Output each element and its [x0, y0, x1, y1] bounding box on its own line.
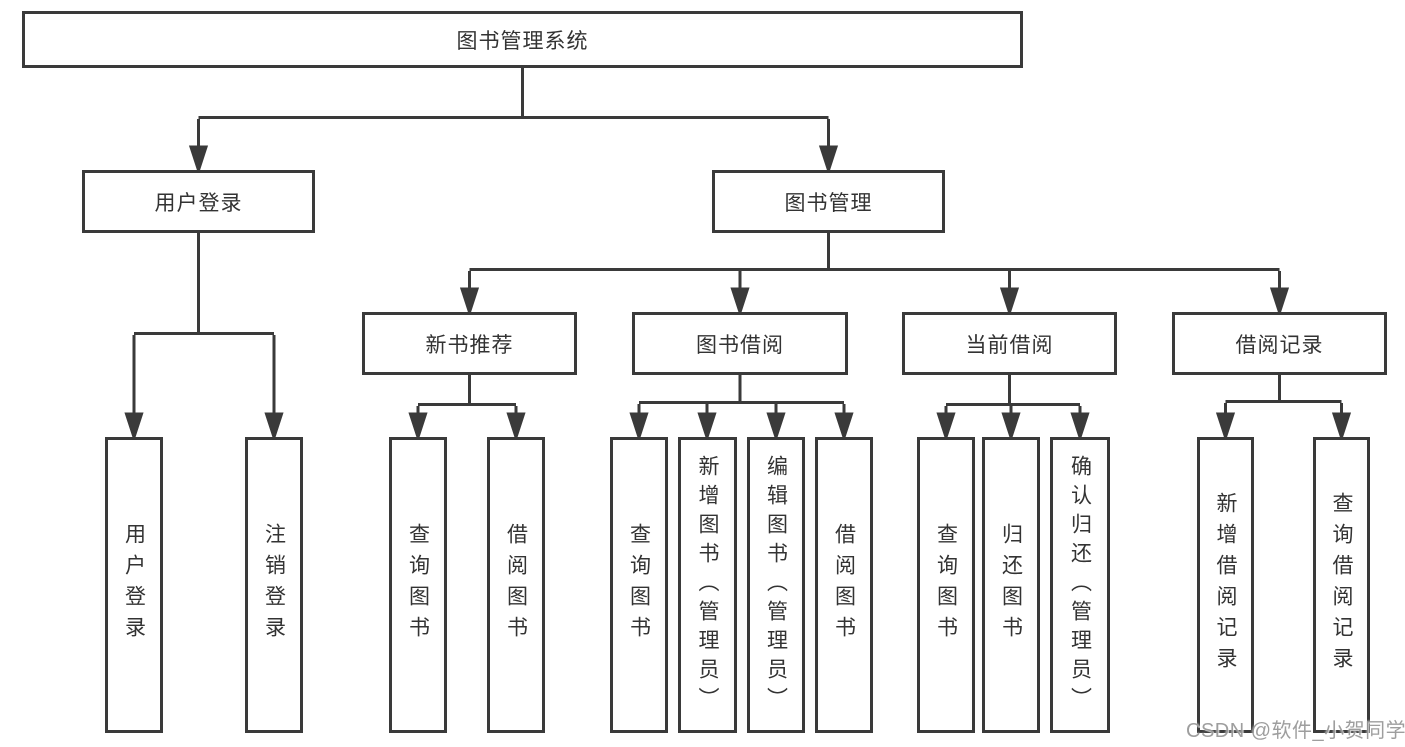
connector-book-mgmt-to-level3: [459, 233, 1290, 317]
connector-book-borrow-to-leaves: [629, 375, 854, 442]
arrowhead: [697, 412, 717, 442]
leaf-current-query-books: 查询图书: [917, 437, 975, 733]
node-label: 用户登录: [154, 191, 243, 215]
node-label: 查询图书: [934, 523, 958, 647]
leaf-user-login: 用户登录: [105, 437, 163, 733]
node-current-borrowing: 当前借阅: [902, 312, 1117, 375]
node-library-management-system: 图书管理系统: [22, 11, 1023, 68]
node-label: 当前借阅: [965, 333, 1054, 357]
connector-line: [416, 375, 518, 421]
arrowhead: [1001, 412, 1021, 442]
leaf-record-add-record: 新增借阅记录: [1197, 437, 1254, 733]
node-label: 借阅图书: [832, 523, 856, 647]
arrowhead: [124, 412, 144, 442]
connector-new-book-to-leaves: [408, 375, 526, 442]
arrowhead: [818, 145, 839, 175]
node-label: 新书推荐: [425, 333, 514, 357]
node-book-management: 图书管理: [712, 170, 945, 233]
watermark-text: CSDN @软件_小贺同学: [1186, 720, 1405, 742]
arrowhead: [1215, 412, 1236, 442]
connector-borrow-record-to-leaves: [1215, 375, 1352, 442]
node-borrowing-records: 借阅记录: [1172, 312, 1387, 375]
node-label: 注销登录: [262, 523, 286, 647]
node-label: 图书借阅: [696, 333, 784, 357]
arrowhead: [1269, 287, 1290, 317]
node-label: 图书管理系统: [456, 29, 589, 53]
connector-line: [1224, 375, 1343, 421]
leaf-logout: 注销登录: [245, 437, 303, 733]
connector-root-to-level2: [188, 68, 839, 175]
connector-line: [468, 233, 1281, 296]
leaf-newbook-query-books: 查询图书: [389, 437, 447, 733]
node-label: 新增图书（管理员）: [696, 454, 719, 716]
connector-line: [637, 375, 846, 421]
arrowhead: [1070, 412, 1090, 442]
connector-current-borrow-to-leaves: [936, 375, 1090, 442]
node-label: 编辑图书（管理员）: [764, 454, 788, 716]
arrowhead: [459, 287, 480, 317]
node-label: 查询图书: [406, 523, 430, 647]
connector-line: [197, 68, 830, 152]
connector-user-login-to-leaves: [124, 233, 284, 442]
node-user-login: 用户登录: [82, 170, 315, 233]
arrowhead: [730, 287, 750, 317]
arrowhead: [408, 412, 428, 442]
leaf-current-return-books: 归还图书: [982, 437, 1040, 733]
arrowhead: [999, 287, 1020, 317]
arrowhead: [264, 412, 284, 442]
node-label: 用户登录: [122, 523, 146, 647]
node-label: 确认归还（管理员）: [1068, 454, 1092, 716]
connector-line: [132, 233, 276, 419]
leaf-borrow-edit-books-admin: 编辑图书（管理员）: [747, 437, 805, 733]
leaf-record-query-record: 查询借阅记录: [1313, 437, 1370, 733]
arrowhead: [188, 145, 209, 175]
leaf-borrow-add-books-admin: 新增图书（管理员）: [678, 437, 737, 733]
arrowhead: [834, 412, 854, 442]
node-label: 借阅图书: [504, 523, 528, 647]
leaf-newbook-borrow-books: 借阅图书: [487, 437, 545, 733]
arrowhead: [629, 412, 649, 442]
node-label: 新增借阅记录: [1214, 492, 1237, 678]
node-label: 查询图书: [627, 523, 651, 647]
arrowhead: [936, 412, 956, 442]
node-label: 查询借阅记录: [1330, 492, 1353, 678]
node-book-borrowing: 图书借阅: [632, 312, 848, 375]
arrowhead: [1331, 412, 1352, 442]
leaf-borrow-borrow-books: 借阅图书: [815, 437, 873, 733]
node-new-book-recommend: 新书推荐: [362, 312, 577, 375]
connector-line: [944, 375, 1082, 421]
leaf-current-confirm-return-admin: 确认归还（管理员）: [1050, 437, 1110, 733]
leaf-borrow-query-books: 查询图书: [610, 437, 668, 733]
node-label: 借阅记录: [1235, 333, 1324, 357]
arrowhead: [506, 412, 526, 442]
arrowhead: [766, 412, 786, 442]
node-label: 归还图书: [999, 523, 1023, 647]
node-label: 图书管理: [784, 191, 873, 215]
